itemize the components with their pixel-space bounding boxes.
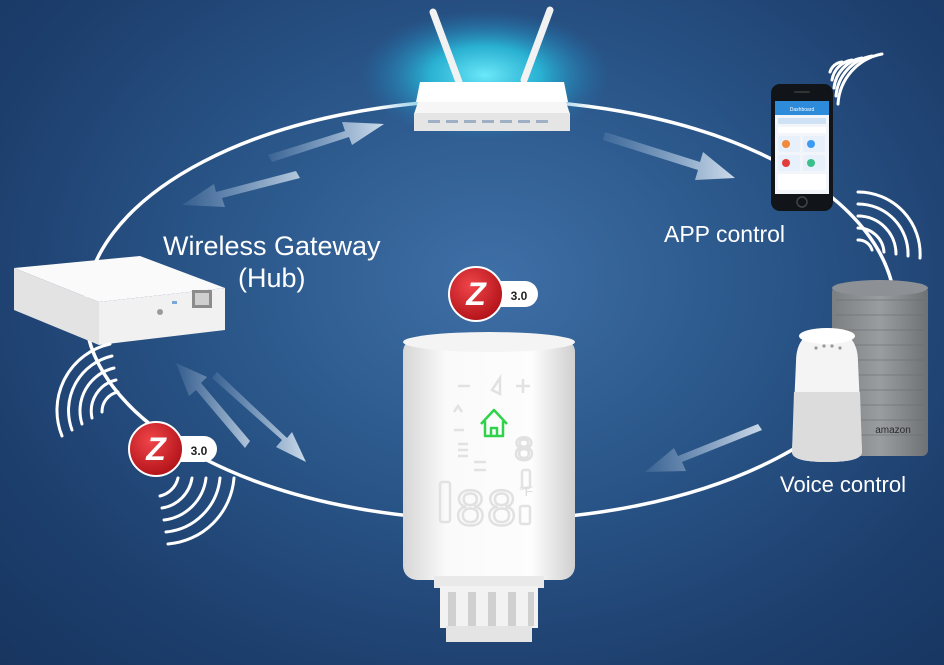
arrow-router-to-hub: [182, 171, 300, 207]
trv-side-digit: 8: [514, 433, 534, 471]
hub-label: Wireless Gateway (Hub): [163, 230, 381, 294]
phone-signal-waves-icon: [830, 54, 882, 104]
google-home-icon: [792, 328, 862, 462]
arrow-router-to-phone: [603, 132, 735, 180]
trv-main-digits: 88: [455, 482, 517, 541]
zigbee-badge-top: Z 3.0: [449, 267, 538, 321]
speaker-brand: amazon: [875, 425, 911, 436]
app-control-label: APP control: [664, 221, 785, 248]
hub-label-line2: (Hub): [163, 262, 381, 294]
router-icon: [360, 10, 610, 140]
zigbee-version-left: 3.0: [191, 444, 208, 458]
zigbee-badge-left: Z 3.0: [129, 422, 217, 476]
zigbee-letter-top: Z: [465, 276, 487, 312]
speaker-signal-waves-icon: [858, 192, 920, 258]
zigbee-version-top: 3.0: [511, 289, 528, 303]
trv-unit: °F: [519, 483, 533, 499]
arrow-voice-to-trv: [645, 424, 762, 472]
smartphone-icon: Dashboard: [771, 84, 833, 211]
voice-control-label: Voice control: [780, 472, 906, 498]
zigbee-letter-left: Z: [145, 431, 167, 467]
hub-label-line1: Wireless Gateway: [163, 230, 381, 262]
arrow-trv-to-hub: [176, 363, 250, 448]
phone-screen-header: Dashboard: [790, 107, 815, 113]
thermostatic-valve-device: 88 8 °F: [403, 332, 575, 642]
